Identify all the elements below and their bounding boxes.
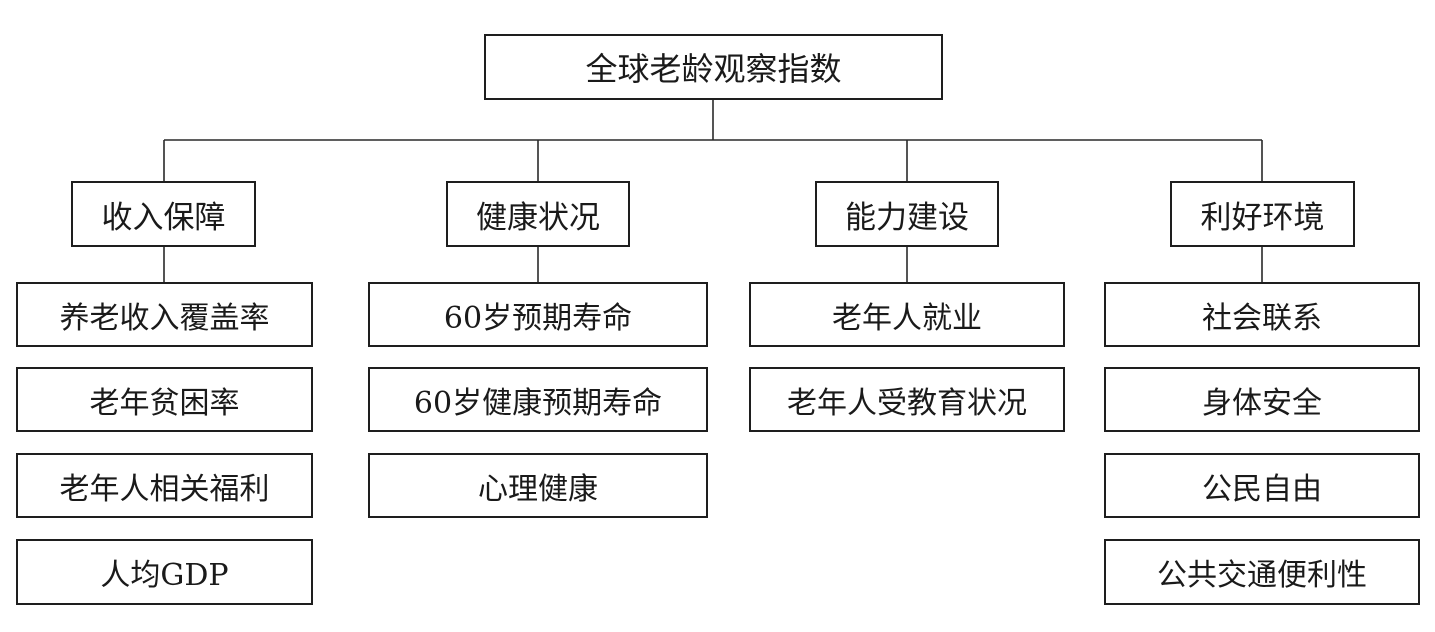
indicator-node: 人均GDP: [16, 539, 313, 605]
indicator-node: 老年人就业: [749, 282, 1065, 347]
category-node-environment: 利好环境: [1170, 181, 1355, 247]
indicator-node: 养老收入覆盖率: [16, 282, 313, 347]
indicator-node: 身体安全: [1104, 367, 1420, 432]
category-node-income: 收入保障: [71, 181, 256, 247]
root-node: 全球老龄观察指数: [484, 34, 943, 100]
indicator-node: 老年人受教育状况: [749, 367, 1065, 432]
indicator-node: 60岁健康预期寿命: [368, 367, 708, 432]
indicator-node: 公民自由: [1104, 453, 1420, 518]
indicator-node: 心理健康: [368, 453, 708, 518]
indicator-node: 社会联系: [1104, 282, 1420, 347]
indicator-node: 老年贫困率: [16, 367, 313, 432]
category-node-health: 健康状况: [446, 181, 630, 247]
indicator-node: 公共交通便利性: [1104, 539, 1420, 605]
indicator-node: 老年人相关福利: [16, 453, 313, 518]
indicator-node: 60岁预期寿命: [368, 282, 708, 347]
category-node-capability: 能力建设: [815, 181, 999, 247]
